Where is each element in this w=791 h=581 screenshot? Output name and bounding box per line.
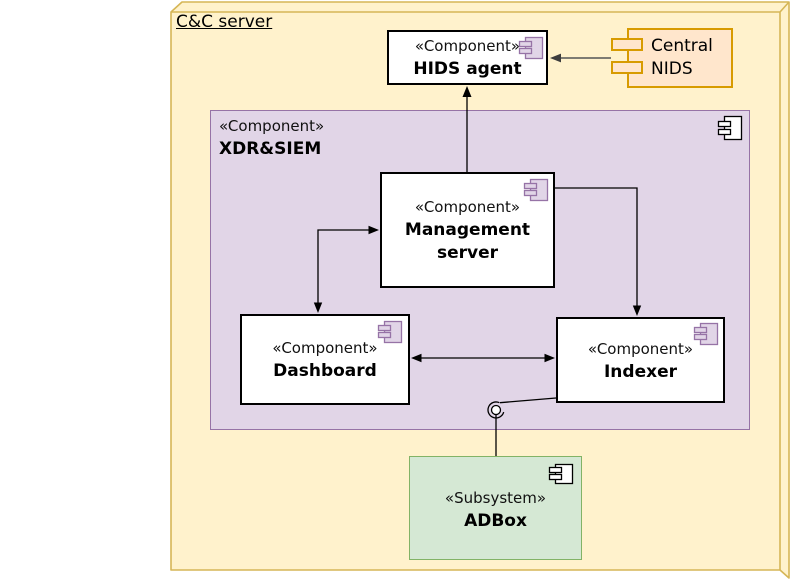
- edge-dashboard-indexer: [411, 353, 555, 363]
- node-adbox: «Subsystem» ADBox: [409, 456, 582, 560]
- edge-adbox-indexer-ball-socket: [487, 397, 557, 456]
- node-indexer: «Component» Indexer: [556, 317, 725, 403]
- subsystem-icon: [548, 463, 574, 485]
- edge-management-to-hids: [462, 86, 472, 172]
- node-name-label: ADBox: [464, 511, 527, 531]
- stereotype-label: «Component»: [272, 339, 378, 357]
- stereotype-label: «Component»: [219, 117, 325, 135]
- node-name-line1: Management: [404, 220, 531, 240]
- stereotype-label: «Component»: [414, 37, 521, 55]
- component-icon: [518, 36, 544, 60]
- component-tab-icon: [611, 61, 643, 74]
- node-management-server: «Component» Management server: [380, 172, 555, 288]
- edge-management-dashboard: [313, 225, 379, 313]
- node-name-label: Indexer: [603, 362, 677, 382]
- node-name-line2: NIDS: [651, 59, 693, 79]
- component-icon: [717, 115, 743, 141]
- node-central-nids: Central NIDS: [627, 28, 733, 88]
- stereotype-label: «Subsystem»: [444, 489, 547, 507]
- cc-server-title: C&C server: [176, 12, 273, 32]
- edge-nids-to-hids: [550, 53, 611, 63]
- component-icon: [377, 320, 403, 344]
- component-tab-icon: [611, 38, 643, 51]
- ball-interface: [490, 404, 502, 416]
- node-name-label: XDR&SIEM: [219, 139, 322, 159]
- node-hids-agent: «Component» HIDS agent: [387, 30, 548, 85]
- stereotype-label: «Component»: [414, 198, 521, 216]
- node-name-label: Dashboard: [273, 361, 377, 381]
- cc-server-bevel-lines: [171, 1, 790, 570]
- edge-management-to-indexer: [555, 187, 642, 316]
- node-name-line2: server: [436, 243, 499, 263]
- node-xdr-siem-header: «Component» XDR&SIEM: [219, 115, 324, 161]
- stereotype-label: «Component»: [587, 340, 694, 358]
- component-icon: [523, 178, 549, 202]
- node-name-line1: Central: [651, 36, 713, 56]
- node-name-label: HIDS agent: [413, 59, 522, 79]
- component-icon: [693, 322, 719, 346]
- socket-arc: [487, 401, 505, 419]
- node-dashboard: «Component» Dashboard: [240, 314, 410, 405]
